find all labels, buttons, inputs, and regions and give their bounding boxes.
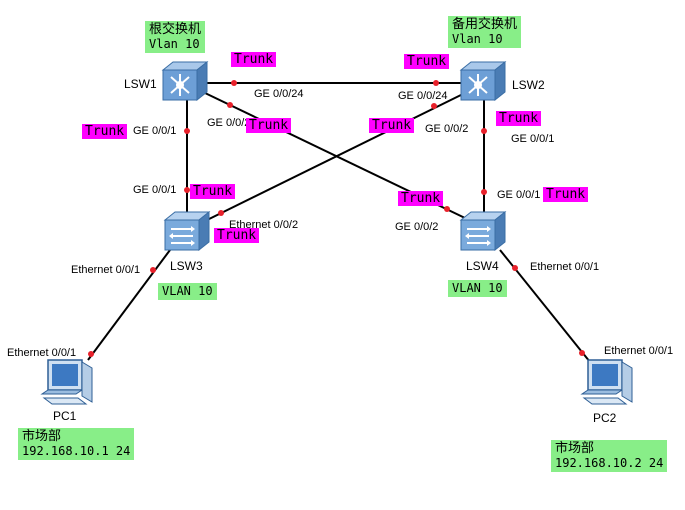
port-dot — [227, 102, 233, 108]
port-label: GE 0/0/2 — [207, 117, 251, 129]
port-label: GE 0/0/1 — [511, 133, 555, 145]
trunk-tag: Trunk — [496, 111, 542, 126]
lsw1-vlan: Vlan 10 — [149, 37, 200, 51]
port-dot — [150, 267, 156, 273]
lsw1-role: 根交换机 — [149, 22, 202, 37]
lsw2-vlan: Vlan 10 — [452, 32, 503, 46]
port-dot — [218, 210, 224, 216]
port-dot — [433, 80, 439, 86]
pc2-info-box: 市场部 192.168.10.2 24 — [551, 440, 668, 472]
port-dot — [184, 128, 190, 134]
port-label: GE 0/0/2 — [395, 221, 439, 233]
trunk-tag: Trunk — [190, 184, 236, 199]
lsw4-name: LSW4 — [466, 259, 499, 273]
lsw3-vlan: VLAN 10 — [162, 284, 213, 298]
port-label: GE 0/0/24 — [398, 90, 448, 102]
link-lsw2-lsw3 — [202, 92, 466, 223]
port-dot — [579, 350, 585, 356]
pc2-dept: 市场部 — [555, 441, 595, 456]
trunk-tag: Trunk — [369, 118, 415, 133]
lsw1-name: LSW1 — [124, 77, 157, 91]
pc-icon[interactable] — [40, 359, 93, 405]
pc-icon[interactable] — [580, 359, 633, 405]
pc1-dept: 市场部 — [22, 429, 62, 444]
port-label: GE 0/0/1 — [133, 184, 177, 196]
port-dot — [481, 189, 487, 195]
core-switch-icon[interactable] — [161, 60, 209, 102]
trunk-tag: Trunk — [214, 228, 260, 243]
lsw2-name: LSW2 — [512, 78, 545, 92]
pc2-ip: 192.168.10.2 24 — [555, 456, 664, 470]
port-label: Ethernet 0/0/1 — [530, 261, 600, 273]
trunk-tag: Trunk — [246, 118, 292, 133]
port-dot — [444, 206, 450, 212]
port-dot — [184, 187, 190, 193]
lsw2-role: 备用交换机 — [452, 17, 518, 32]
lsw3-name: LSW3 — [170, 259, 203, 273]
trunk-tag: Trunk — [82, 124, 128, 139]
port-label: GE 0/0/2 — [425, 123, 469, 135]
trunk-tag: Trunk — [231, 52, 277, 67]
access-switch-icon[interactable] — [459, 210, 507, 252]
trunk-tag: Trunk — [404, 54, 450, 69]
pc1-ip: 192.168.10.1 24 — [22, 444, 131, 458]
pc2-name: PC2 — [593, 411, 617, 425]
port-dot — [512, 265, 518, 271]
link-lsw3-pc1 — [87, 249, 171, 361]
lsw2-role-box: 备用交换机 Vlan 10 — [448, 16, 522, 48]
lsw1-role-box: 根交换机 Vlan 10 — [145, 21, 206, 53]
port-label: Ethernet 0/0/1 — [604, 345, 674, 357]
port-label: GE 0/0/1 — [133, 125, 177, 137]
port-label: GE 0/0/1 — [497, 189, 541, 201]
pc1-info-box: 市场部 192.168.10.1 24 — [18, 428, 135, 460]
lsw4-vlan: VLAN 10 — [452, 281, 503, 295]
port-label: GE 0/0/24 — [254, 88, 304, 100]
port-dot — [431, 103, 437, 109]
trunk-tag: Trunk — [398, 191, 444, 206]
lsw3-vlan-box: VLAN 10 — [158, 283, 217, 300]
port-label: Ethernet 0/0/1 — [71, 264, 141, 276]
lsw4-vlan-box: VLAN 10 — [448, 280, 507, 297]
port-label: Ethernet 0/0/1 — [7, 347, 77, 359]
core-switch-icon[interactable] — [459, 60, 507, 102]
port-dot — [481, 128, 487, 134]
port-dot — [231, 80, 237, 86]
trunk-tag: Trunk — [543, 187, 589, 202]
access-switch-icon[interactable] — [163, 210, 211, 252]
port-dot — [88, 351, 94, 357]
pc1-name: PC1 — [53, 409, 77, 423]
